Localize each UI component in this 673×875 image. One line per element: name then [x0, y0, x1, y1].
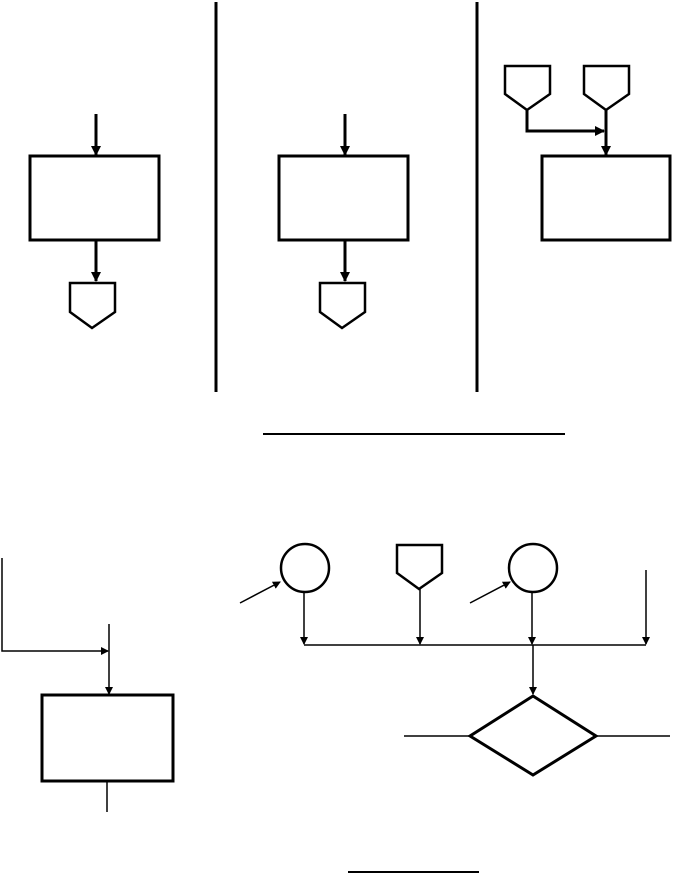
side-input-arrow [1, 558, 109, 655]
panel-1 [28, 114, 161, 330]
connector-circle-right [507, 542, 559, 594]
decision-diamond [467, 694, 599, 777]
offpage-connector-left [503, 64, 552, 112]
lower-right [239, 542, 670, 777]
connector-circle-left [279, 542, 331, 594]
panel-2 [277, 114, 410, 330]
panel-3 [503, 64, 672, 242]
process-box [277, 154, 410, 242]
offpage-connector [395, 543, 444, 591]
connector-pointer-arrow [239, 581, 281, 604]
process-box [540, 154, 672, 242]
process-box [40, 693, 175, 783]
connector-pointer-arrow [469, 581, 511, 604]
process-box [28, 154, 161, 242]
offpage-connector [318, 281, 367, 330]
merge-arrow [525, 110, 605, 136]
offpage-connector [68, 281, 117, 330]
offpage-connector-right [582, 64, 631, 112]
lower-left [1, 558, 175, 812]
